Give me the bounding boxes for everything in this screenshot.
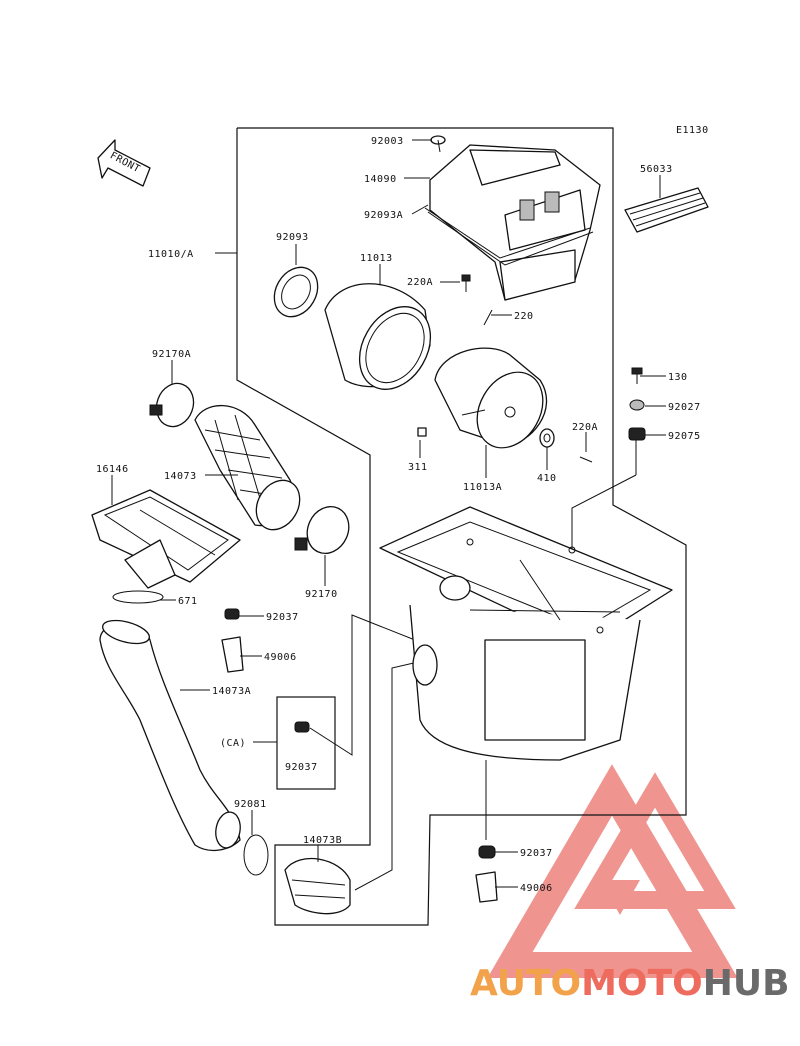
label-92027: 92027 [668,402,701,413]
tray-16146 [91,489,241,589]
grommet-92075 [628,427,646,441]
label-CA: (CA) [220,738,246,749]
bolt-220A-top [461,274,471,292]
washer-92027 [629,399,645,411]
sleeve-49006-a [221,636,244,673]
label-92037-b: 92037 [520,848,553,859]
watermark-part-auto: AUTO [470,963,581,1004]
label-92081: 92081 [234,799,267,810]
label-14073A: 14073A [212,686,251,697]
label-plate-56033 [624,187,709,233]
watermark-text: AUTOMOTOHUB [470,963,790,1004]
ring-92081 [243,834,269,876]
filter-cage-11013A [434,347,547,449]
label-92170: 92170 [305,589,338,600]
label-16146: 16146 [96,464,129,475]
label-14073B: 14073B [303,835,342,846]
label-410: 410 [537,473,557,484]
clamp-92037-a [224,608,240,620]
label-92075: 92075 [668,431,701,442]
intake-duct-14073 [194,404,301,531]
bolt-130 [631,367,643,384]
label-220A-top: 220A [407,277,433,288]
air-cleaner-housing [379,506,673,761]
filter-element-11013 [324,283,432,390]
label-220A-right: 220A [572,422,598,433]
watermark-part-moto: MOTO [581,963,703,1004]
o-ring-671 [112,590,164,604]
label-14073: 14073 [164,471,197,482]
bolt-220A-right [579,456,593,463]
label-130: 130 [668,372,688,383]
clamp-92170A [149,382,195,428]
part-311 [417,427,427,437]
label-49006-b: 49006 [520,883,553,894]
washer-410 [539,428,555,448]
label-220: 220 [514,311,534,322]
clamp-92037-ca [294,721,310,733]
label-49006-a: 49006 [264,652,297,663]
watermark-logo [487,764,738,978]
screw-92003 [430,135,446,153]
label-92093: 92093 [276,232,309,243]
ref-code: E1130 [676,125,709,136]
seal-ring-92093 [273,266,319,318]
label-11010A: 11010/A [148,249,194,260]
label-92003: 92003 [371,136,404,147]
clamp-92037-b [478,845,496,859]
bolt-220 [483,309,493,326]
label-11013: 11013 [360,253,393,264]
duct-14073B [284,857,351,915]
gasket-92093A [427,211,594,266]
label-92093A: 92093A [364,210,403,221]
label-671: 671 [178,596,198,607]
top-cover-14090 [424,144,601,301]
label-92037-ca: 92037 [285,762,318,773]
front-arrow-icon: FRONT [97,139,151,187]
sleeve-49006-b [475,871,498,903]
label-311: 311 [408,462,428,473]
label-92170A: 92170A [152,349,191,360]
label-11013A: 11013A [463,482,502,493]
clamp-92170 [294,506,350,554]
watermark-part-hub: HUB [703,963,790,1004]
label-14090: 14090 [364,174,397,185]
label-92037-a: 92037 [266,612,299,623]
label-56033: 56033 [640,164,673,175]
hose-14073A [99,619,241,852]
assembly-frame [215,127,687,926]
leader-lines [111,139,666,888]
